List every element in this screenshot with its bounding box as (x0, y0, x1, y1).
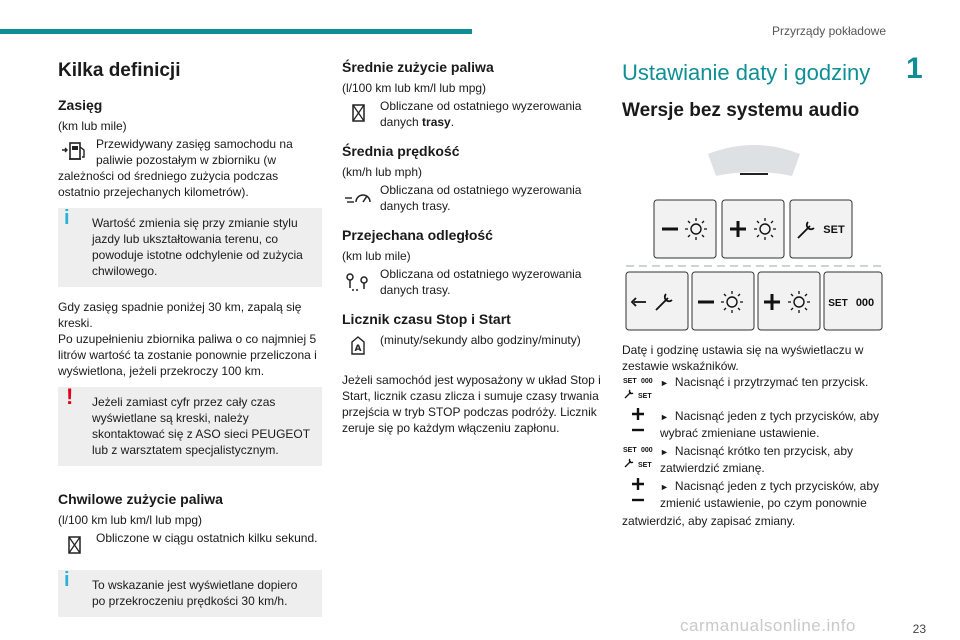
plus-brightness-button-b (757, 271, 821, 331)
step-tail: zatwierdzić, aby zapisać zmiany. (622, 514, 796, 528)
minus-brightness-button-a (653, 199, 717, 259)
stopstart-unit: (minuty/sekundy albo godziny/minuty) (380, 333, 581, 347)
route-icon (346, 273, 368, 291)
step-row: ►Nacisnąć jeden z tych przycisków, aby z… (622, 478, 886, 511)
distance-unit: (km lub mile) (342, 249, 411, 263)
plus-brightness-button-a (721, 199, 785, 259)
svg-text:SET: SET (638, 393, 652, 400)
watermark: carmanualsonline.info (680, 616, 856, 635)
instrument-panel-diagram: SET SET 000 (625, 145, 883, 331)
avg-speed-row: Obliczana od ostatniego wyzerowania dany… (342, 182, 604, 214)
distance-title: Przejechana odległość (342, 227, 493, 243)
step-row: ►Nacisnąć jeden z tych przycisków, aby w… (622, 408, 886, 441)
warning-note-text: Jeżeli zamiast cyfr przez cały czas wyśw… (92, 395, 310, 457)
section-heading: Kilka definicji (58, 60, 181, 81)
stop-start-icon: A (351, 336, 365, 355)
fuel-gauge-icon (352, 104, 365, 122)
wrench-set-button: SET (789, 199, 853, 259)
chapter-number: 1 (906, 52, 923, 85)
instant-consumption-description: Obliczone w ciągu ostatnich kilku sekund… (96, 531, 318, 545)
step-row: SET 000 SET ►Nacisnąć i przytrzymać ten … (622, 374, 886, 400)
info-note-text: Wartość zmienia się przy zmianie stylu j… (92, 216, 303, 278)
distance-description: Obliczana od ostatniego wyzerowania dany… (380, 267, 582, 297)
avg-consumption-unit: (l/100 km lub km/l lub mpg) (342, 81, 487, 95)
svg-text:SET: SET (623, 447, 637, 454)
set-000-set-icon: SET 000 SET (623, 447, 653, 469)
step-text: ►Nacisnąć jeden z tych przycisków, aby z… (660, 479, 880, 510)
svg-text:000: 000 (856, 297, 874, 309)
svg-text:000: 000 (641, 378, 653, 385)
avg-consumption-row: Obliczane od ostatniego wyzerowania dany… (342, 98, 604, 130)
warning-icon: ! (66, 384, 74, 409)
set-000-set-icon: SET 000 SET (623, 378, 653, 400)
instant-consumption-row: Obliczone w ciągu ostatnich kilku sekund… (58, 530, 322, 562)
instant-consumption-title: Chwilowe zużycie paliwa (58, 491, 223, 507)
column-definitions: Kilka definicji Zasięg (km lub mile) Prz… (58, 52, 322, 629)
avg-speed-unit: (km/h lub mph) (342, 165, 423, 179)
stopstart-row: A (minuty/sekundy albo godziny/minuty) (342, 332, 604, 364)
column-date-time: Ustawianie daty i godziny Wersje bez sys… (622, 52, 886, 529)
info-note-text: To wskazanie jest wyświetlane dopiero po… (92, 578, 298, 608)
step-text: ►Nacisnąć krótko ten przycisk, aby zatwi… (660, 444, 853, 475)
stopstart-title: Licznik czasu Stop i Start (342, 311, 511, 327)
range-paragraph: Po uzupełnieniu zbiornika paliwa o co na… (58, 332, 317, 378)
range-unit: (km lub mile) (58, 119, 127, 133)
set-000-button: SET 000 (823, 271, 883, 331)
back-wrench-button (625, 271, 689, 331)
step-row: SET 000 SET ►Nacisnąć krótko ten przycis… (622, 443, 886, 476)
instant-consumption-unit: (l/100 km lub km/l lub mpg) (58, 513, 203, 527)
range-title: Zasięg (58, 97, 103, 113)
svg-text:SET: SET (823, 224, 845, 236)
svg-text:SET: SET (828, 298, 847, 309)
svg-text:SET: SET (623, 378, 637, 385)
range-description: Przewidywany zasięg samochodu na paliwie… (96, 137, 293, 167)
avg-speed-title: Średnia prędkość (342, 143, 460, 159)
stopstart-paragraph: Jeżeli samochód jest wyposażony w układ … (342, 373, 601, 435)
fuel-gauge-icon (68, 536, 81, 554)
range-row: Przewidywany zasięg samochodu na paliwie… (58, 136, 322, 168)
info-note: i To wskazanie jest wyświetlane dopiero … (58, 570, 322, 617)
info-note: i Wartość zmienia się przy zmianie stylu… (58, 208, 322, 287)
fuel-pump-icon (62, 142, 85, 160)
warning-note: ! Jeżeli zamiast cyfr przez cały czas wy… (58, 384, 322, 466)
header-accent-bar (0, 29, 472, 34)
minus-brightness-button-b (691, 271, 755, 331)
range-paragraph: Gdy zasięg spadnie poniżej 30 km, zapalą… (58, 300, 302, 330)
avg-speed-description: Obliczana od ostatniego wyzerowania dany… (380, 183, 582, 213)
page-number: 23 (912, 622, 926, 636)
header-title: Przyrządy pokładowe (771, 24, 886, 38)
info-icon: i (64, 569, 70, 591)
svg-text:000: 000 (641, 447, 653, 454)
plus-minus-icon (632, 478, 644, 502)
column-trip-data: Średnie zużycie paliwa (l/100 km lub km/… (342, 52, 604, 436)
step-text: ►Nacisnąć jeden z tych przycisków, aby w… (660, 409, 880, 440)
speedometer-icon (345, 194, 371, 203)
svg-text:A: A (355, 344, 362, 354)
date-time-heading: Ustawianie daty i godziny (622, 60, 871, 85)
range-description-continued: zależności od średniego zużycia podczas … (58, 169, 279, 199)
display-outline (708, 145, 800, 176)
date-time-intro: Datę i godzinę ustawia się na wyświetlac… (622, 343, 864, 373)
avg-consumption-title: Średnie zużycie paliwa (342, 59, 494, 75)
plus-minus-icon (632, 408, 644, 432)
info-icon: i (64, 207, 70, 229)
svg-text:SET: SET (638, 462, 652, 469)
step-text: ►Nacisnąć i przytrzymać ten przycisk. (660, 375, 869, 389)
avg-consumption-description: Obliczane od ostatniego wyzerowania dany… (380, 99, 582, 129)
no-audio-heading: Wersje bez systemu audio (622, 100, 860, 121)
distance-row: Obliczana od ostatniego wyzerowania dany… (342, 266, 604, 298)
